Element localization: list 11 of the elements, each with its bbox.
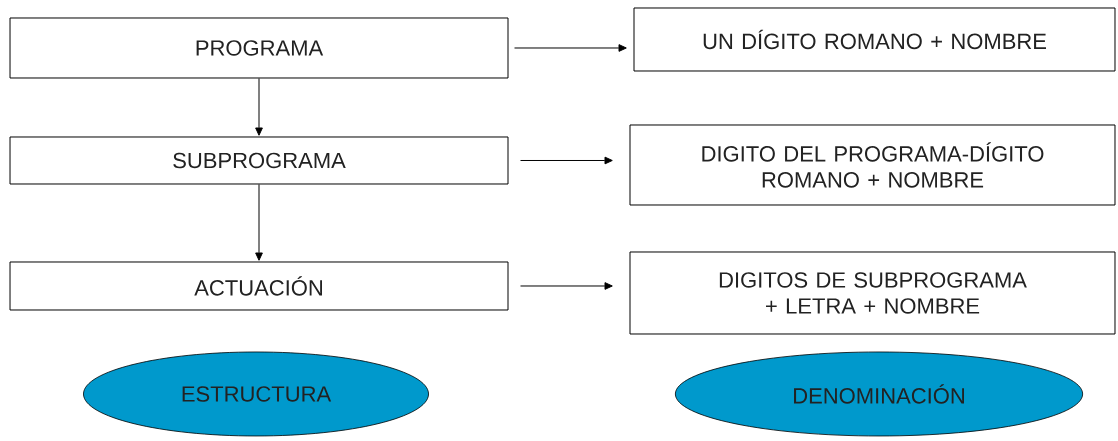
arrow [255,184,263,261]
process-box: SUBPROGRAMA [9,136,509,185]
arrow [514,44,627,52]
process-box: PROGRAMA [9,17,509,79]
arrow [520,282,613,290]
process-box: ACTUACIÓN [9,261,509,311]
process-box: UN DÍGITO ROMANO + NOMBRE [633,7,1116,72]
process-box: DIGITO DEL PROGRAMA-DÍGITO ROMANO + NOMBRE [629,124,1116,206]
arrow [255,78,263,136]
arrow [520,156,613,165]
process-box: DIGITOS DE SUBPROGRAMA + LETRA + NOMBRE [629,251,1116,335]
